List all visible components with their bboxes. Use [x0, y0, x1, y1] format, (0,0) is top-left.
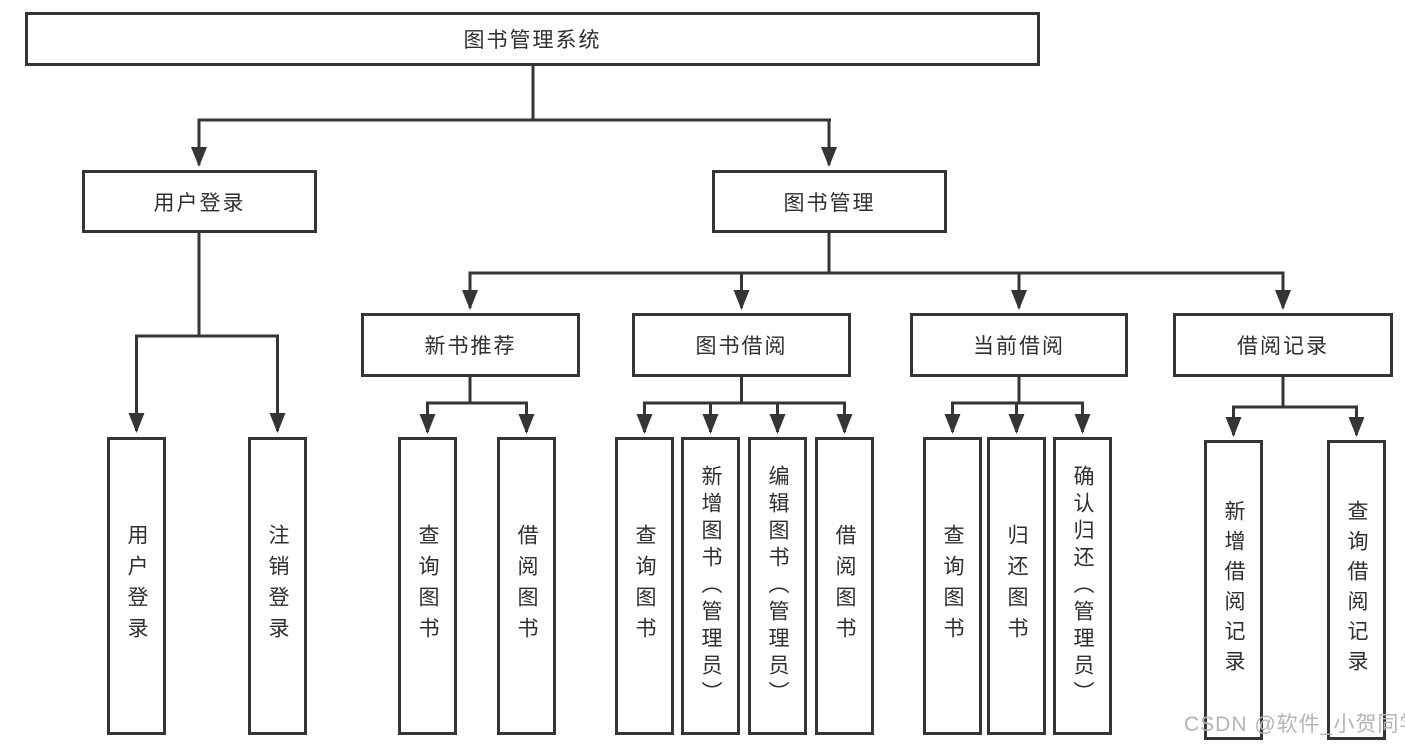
leaf-return-books: 归还图书 [987, 437, 1046, 735]
node-label: 图书管理系统 [463, 29, 602, 52]
leaf-confirm-return-admin: 确认归还（管理员） [1053, 437, 1112, 735]
node-label: 用户登录 [153, 191, 246, 215]
node-book-borrowing: 图书借阅 [632, 313, 851, 377]
leaf-borrow-books-borrowing: 借阅图书 [815, 437, 874, 735]
node-label: 图书管理 [783, 191, 876, 215]
node-label: 图书借阅 [695, 335, 788, 358]
node-label: 查询借阅记录 [1345, 500, 1368, 680]
node-label: 借阅记录 [1237, 335, 1329, 358]
node-label: 借阅图书 [515, 524, 538, 648]
node-label: 查询图书 [633, 524, 656, 648]
node-current-borrowing: 当前借阅 [910, 313, 1128, 377]
node-label: 新增借阅记录 [1222, 500, 1245, 680]
node-label: 确认归还（管理员） [1071, 464, 1094, 708]
node-library-management-system: 图书管理系统 [25, 12, 1040, 66]
node-label: 当前借阅 [973, 335, 1065, 358]
node-label: 编辑图书（管理员） [766, 464, 789, 708]
node-new-book-recommendation: 新书推荐 [361, 313, 580, 377]
node-label: 查询图书 [416, 524, 439, 648]
node-label: 借阅图书 [833, 524, 856, 648]
node-label: 新增图书（管理员） [699, 464, 722, 708]
node-label: 新书推荐 [424, 335, 517, 358]
leaf-add-book-admin: 新增图书（管理员） [681, 437, 740, 735]
node-label: 注销登录 [266, 524, 289, 648]
leaf-query-books-current: 查询图书 [923, 437, 982, 735]
node-borrowing-records: 借阅记录 [1173, 313, 1393, 377]
node-label: 归还图书 [1005, 524, 1028, 648]
leaf-query-borrow-record: 查询借阅记录 [1327, 440, 1386, 740]
leaf-user-login: 用户登录 [107, 437, 166, 735]
node-label: 用户登录 [125, 524, 148, 648]
leaf-edit-book-admin: 编辑图书（管理员） [748, 437, 807, 735]
csdn-watermark: CSDN @软件_小贺同学 [1184, 713, 1405, 736]
node-user-login: 用户登录 [82, 170, 317, 233]
leaf-borrow-books-recommend: 借阅图书 [497, 437, 556, 735]
node-book-management: 图书管理 [712, 170, 947, 233]
node-label: 查询图书 [941, 524, 964, 648]
leaf-query-books-borrowing: 查询图书 [615, 437, 674, 735]
leaf-query-books-recommend: 查询图书 [398, 437, 457, 735]
leaf-add-borrow-record: 新增借阅记录 [1204, 440, 1263, 740]
leaf-logout: 注销登录 [248, 437, 307, 735]
